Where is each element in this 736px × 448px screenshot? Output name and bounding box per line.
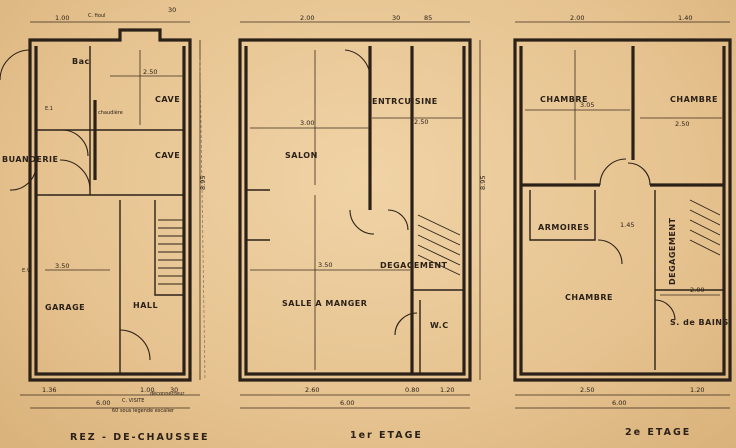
second-room-armoires: ARMOIRES [538, 223, 589, 232]
second-dim-250: 2.50 [675, 120, 689, 128]
ground-door-swing-2 [59, 159, 91, 191]
first-room-wc: W.C [430, 321, 449, 330]
ground-dim-bottom-136: 1.36 [42, 386, 56, 394]
second-dim-bains-200: 2.00 [690, 286, 704, 294]
ground-label-ev: E.V. [22, 268, 32, 274]
ground-dim-top-30: 30 [168, 6, 176, 14]
second-dimension-lines [515, 21, 730, 409]
ground-room-buanderie: BUANDERIE [2, 155, 58, 164]
ground-inner-walls [34, 46, 186, 376]
ground-note-sous-escalier: 60 sous légende escalier [112, 407, 175, 414]
first-outer-walls [238, 38, 472, 382]
ground-door-swing-left [0, 49, 31, 81]
first-door-entree [344, 49, 371, 81]
first-inner-walls [244, 46, 466, 376]
second-door-chambre-1 [599, 158, 627, 186]
first-stairs [417, 214, 461, 276]
ground-note-deconnecteur: déconnecteur [150, 390, 185, 397]
ground-dim-bottom-100: 1.00 [140, 386, 154, 394]
first-wc-walls [412, 289, 464, 374]
second-dim-bottom-120: 1.20 [690, 386, 704, 394]
second-room-chambre-1: CHAMBRE [540, 95, 588, 104]
ground-note-fioul: C. fioul [88, 13, 105, 19]
first-door-cuisine [387, 209, 409, 231]
first-dim-height-895: 8.95 [479, 176, 487, 190]
second-dim-145: 1.45 [620, 221, 634, 229]
second-room-chambre-2: CHAMBRE [670, 95, 718, 104]
second-door-chambre-2 [627, 162, 651, 186]
first-dim-total-600: 6.00 [340, 399, 354, 407]
ground-room-garage: GARAGE [45, 303, 85, 312]
ground-door-swing-1 [61, 129, 89, 157]
ground-dim-cave-250: 2.50 [143, 68, 157, 76]
ground-stairs [158, 219, 184, 285]
second-armoires [529, 190, 596, 241]
ground-stair-wall [154, 200, 184, 296]
ground-room-bac: Bac [72, 57, 90, 66]
second-bath-walls [654, 190, 724, 370]
first-room-degagement: DEGAGEMENT [380, 261, 448, 270]
ground-dim-height-895: 8.95 [199, 176, 207, 190]
second-stairs [689, 199, 721, 256]
first-dim-top-200: 2.00 [300, 14, 314, 22]
title-rez-de-chaussee: REZ - DE-CHAUSSEE [70, 432, 210, 443]
ground-dim-350: 3.50 [55, 262, 69, 270]
first-dimension-lines [240, 21, 481, 409]
second-dim-total-600: 6.00 [612, 399, 626, 407]
second-dim-bottom-250: 2.50 [580, 386, 594, 394]
ground-label-e1: E.1 [45, 106, 53, 112]
first-floor-plan: SALON CUISINE ENTR SALLE A MANGER DEGAGE… [238, 14, 487, 409]
first-room-cuisine: CUISINE [398, 97, 438, 106]
ground-note-cabine: C. VISITE [122, 398, 144, 404]
second-dim-top-200: 2.00 [570, 14, 584, 22]
second-inner-walls [519, 46, 726, 376]
first-room-entree: ENTR [372, 97, 398, 106]
second-room-chambre-3: CHAMBRE [565, 293, 613, 302]
second-room-bains: S. de BAINS [670, 318, 729, 327]
first-dim-250: 2.50 [414, 118, 428, 126]
ground-door-swing-3 [9, 164, 37, 191]
ground-outer-walls [28, 28, 192, 382]
first-dim-350: 3.50 [318, 261, 332, 269]
second-outer-walls [513, 38, 732, 382]
first-dim-top-85: 85 [424, 14, 432, 22]
second-room-degagement: DEGAGEMENT [668, 217, 677, 285]
first-dim-bottom-080: 0.80 [405, 386, 419, 394]
second-dim-305: 3.05 [580, 101, 594, 109]
ground-door-swing-hall [119, 329, 151, 361]
ground-room-cave-1: CAVE [155, 95, 180, 104]
ground-room-hall: HALL [133, 301, 158, 310]
title-2e-etage: 2e ETAGE [625, 427, 691, 438]
second-dim-top-140: 1.40 [678, 14, 692, 22]
first-dim-top-30: 30 [392, 14, 400, 22]
first-door-wc [394, 312, 418, 336]
second-door-chambre-3 [597, 239, 623, 265]
ground-dim-total-600: 6.00 [96, 399, 110, 407]
ground-dim-bottom-30: 30 [170, 386, 178, 394]
second-door-bains [654, 299, 676, 321]
ground-note-chaudiere: chaudière [98, 109, 123, 116]
title-1er-etage: 1er ETAGE [350, 430, 423, 441]
first-room-salon: SALON [285, 151, 318, 160]
first-room-salle: SALLE A MANGER [282, 299, 367, 308]
ground-dimension-lines [20, 21, 201, 409]
first-dim-bottom-120: 1.20 [440, 386, 454, 394]
first-dim-bottom-260: 2.60 [305, 386, 319, 394]
ground-dim-top-100: 1.00 [55, 14, 69, 22]
second-floor-plan: CHAMBRE CHAMBRE CHAMBRE ARMOIRES DEGAGEM… [513, 14, 732, 409]
first-dim-300: 3.00 [300, 119, 314, 127]
ground-room-cave-2: CAVE [155, 151, 180, 160]
ground-floor-plan: CAVE CAVE BUANDERIE GARAGE HALL Bac C. f… [0, 6, 207, 414]
first-niche [246, 189, 270, 241]
first-door-salon [349, 209, 375, 235]
ground-pencil-mark [199, 59, 206, 381]
